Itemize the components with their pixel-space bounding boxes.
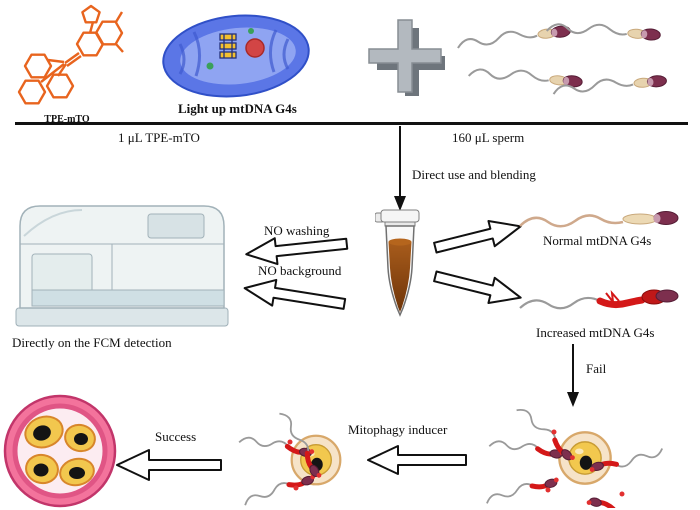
tube-illustration [375, 209, 420, 317]
fail-arrow-icon [567, 344, 579, 407]
success-label: Success [155, 429, 197, 444]
mitophagy-label: Mitophagy inducer [348, 422, 448, 437]
no-washing-label: NO washing [264, 223, 330, 238]
fertilization-middle-illustration [238, 402, 342, 510]
fcm-machine-illustration [15, 205, 229, 327]
no-background-arrow-icon [243, 278, 347, 310]
increased-result-arrow-icon [433, 270, 522, 305]
plus-icon [368, 19, 445, 96]
tpe-mto-structure-illustration [17, 4, 124, 105]
no-washing-arrow-icon [245, 237, 349, 266]
no-background-label: NO background [258, 263, 342, 278]
tpe-volume-label: 1 μL TPE-mTO [118, 130, 200, 145]
lightup-label: Light up mtDNA G4s [178, 101, 297, 116]
increased-sperm-illustration [519, 289, 679, 310]
normal-result-arrow-icon [433, 219, 522, 254]
sperm-group-illustration [455, 18, 668, 96]
blend-down-arrow-icon [394, 126, 406, 211]
mixing-baseline [15, 122, 688, 125]
mitochondrion-illustration [162, 14, 310, 98]
success-arrow-icon [116, 449, 222, 481]
normal-sperm-illustration [519, 211, 679, 228]
blend-label: Direct use and blending [412, 167, 536, 182]
fail-label: Fail [586, 361, 607, 376]
tpe-mto-label: TPE-mTO [44, 114, 90, 125]
mitophagy-arrow-icon [367, 445, 467, 475]
embryo-illustration [3, 394, 117, 508]
increased-label: Increased mtDNA G4s [536, 325, 655, 340]
fcm-label: Directly on the FCM detection [12, 335, 172, 350]
fertilization-right-illustration [482, 398, 667, 508]
sperm-volume-label: 160 μL sperm [452, 130, 525, 145]
normal-label: Normal mtDNA G4s [543, 233, 652, 248]
